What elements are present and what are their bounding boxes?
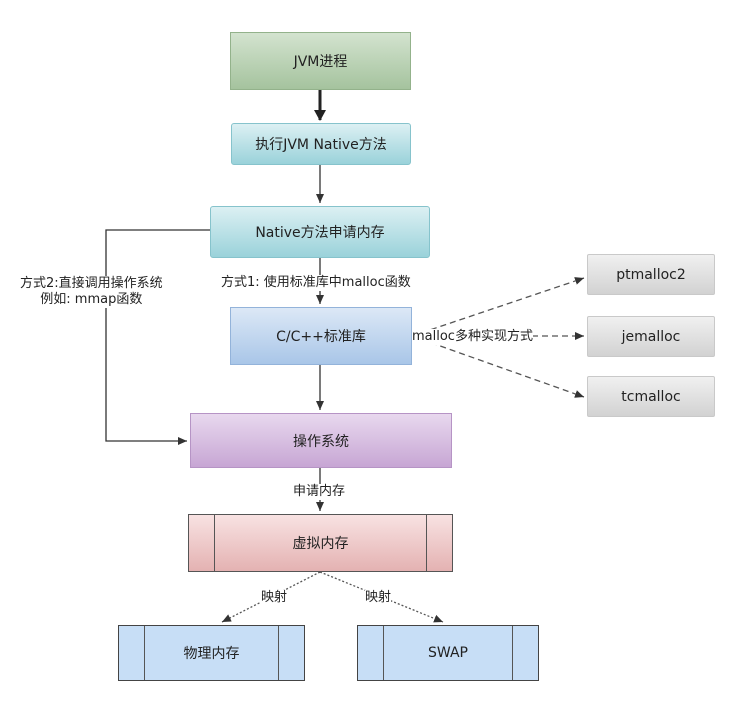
way2-line1: 方式2:直接调用操作系统 <box>20 276 163 291</box>
vmem-right-divider <box>426 515 427 571</box>
os-label: 操作系统 <box>293 433 349 450</box>
physical-memory-node: 物理内存 <box>118 625 305 681</box>
swap-node: SWAP <box>357 625 539 681</box>
exec-native-method-label: 执行JVM Native方法 <box>255 137 387 153</box>
jvm-process-label: JVM进程 <box>293 54 348 70</box>
request-memory-label: 申请内存 <box>293 484 346 500</box>
malloc-impls-label: malloc多种实现方式 <box>412 329 533 345</box>
swap-label: SWAP <box>428 645 468 661</box>
jemalloc-node: jemalloc <box>587 316 715 357</box>
swap-right-divider <box>512 626 513 680</box>
native-alloc-label: Native方法申请内存 <box>255 225 385 241</box>
virtual-memory-label: 虚拟内存 <box>292 536 349 552</box>
exec-native-method-node: 执行JVM Native方法 <box>231 123 411 165</box>
vmem-left-divider <box>214 515 215 571</box>
phys-right-divider <box>278 626 279 680</box>
phys-left-divider <box>144 626 145 680</box>
tcmalloc-node: tcmalloc <box>587 376 715 417</box>
os-node: 操作系统 <box>190 413 452 468</box>
jemalloc-label: jemalloc <box>621 328 681 345</box>
physical-memory-label: 物理内存 <box>183 646 240 662</box>
ptmalloc-label: ptmalloc2 <box>616 266 686 283</box>
arrow-clib-to-ptmalloc <box>411 277 585 337</box>
jvm-process-node: JVM进程 <box>230 32 411 90</box>
ptmalloc-node: ptmalloc2 <box>587 254 715 295</box>
arrow-native-to-os-bypass <box>105 229 210 445</box>
map-left-label: 映射 <box>261 590 288 606</box>
native-alloc-node: Native方法申请内存 <box>210 206 430 258</box>
arrow-clib-to-tcmalloc <box>411 335 585 398</box>
c-stdlib-label: C/C++标准库 <box>276 329 366 345</box>
virtual-memory-node: 虚拟内存 <box>188 514 453 572</box>
c-stdlib-node: C/C++标准库 <box>230 307 412 365</box>
way2-label: 方式2:直接调用操作系统 例如: mmap函数 <box>20 276 163 308</box>
tcmalloc-label: tcmalloc <box>621 388 681 405</box>
swap-left-divider <box>383 626 384 680</box>
map-right-label: 映射 <box>365 590 392 606</box>
way2-line2: 例如: mmap函数 <box>40 292 143 307</box>
way1-label: 方式1: 使用标准库中malloc函数 <box>221 275 411 291</box>
